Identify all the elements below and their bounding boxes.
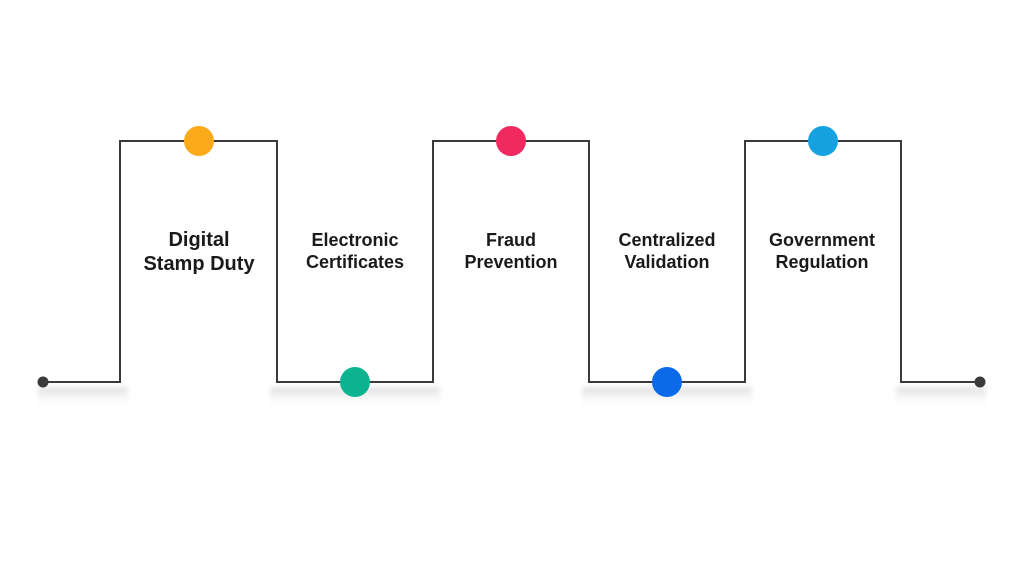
step-label-line: Government — [768, 230, 876, 250]
step-label-electronic-certificates: Electronic Certificates — [280, 230, 430, 274]
step-label-fraud-prevention: Fraud Prevention — [436, 230, 586, 274]
shadow-band — [270, 387, 440, 409]
step-label-line: Certificates — [305, 251, 405, 272]
step-label-line: Fraud — [485, 230, 536, 250]
step-marker-government-regulation — [808, 126, 838, 156]
step-label-line: Validation — [624, 251, 710, 272]
shadow-band — [896, 387, 986, 409]
step-label-digital-stamp-duty: Digital Stamp Duty — [124, 228, 274, 277]
shadow-band — [38, 387, 128, 409]
step-label-line: Stamp Duty — [143, 253, 255, 276]
step-label-line: Regulation — [775, 251, 869, 272]
step-label-line: Digital — [168, 229, 230, 251]
step-label-government-regulation: Government Regulation — [747, 230, 897, 274]
step-label-centralized-validation: Centralized Validation — [592, 230, 742, 274]
step-marker-digital-stamp-duty — [184, 126, 214, 156]
baseline-shadows — [38, 387, 986, 409]
step-marker-centralized-validation — [652, 367, 682, 397]
step-label-line: Centralized — [618, 230, 716, 250]
shadow-band — [582, 387, 752, 409]
step-label-line: Prevention — [464, 251, 558, 272]
start-endpoint — [37, 376, 49, 388]
step-marker-electronic-certificates — [340, 367, 370, 397]
end-endpoint — [974, 376, 986, 388]
step-marker-fraud-prevention — [496, 126, 526, 156]
step-label-line: Electronic — [311, 230, 399, 250]
